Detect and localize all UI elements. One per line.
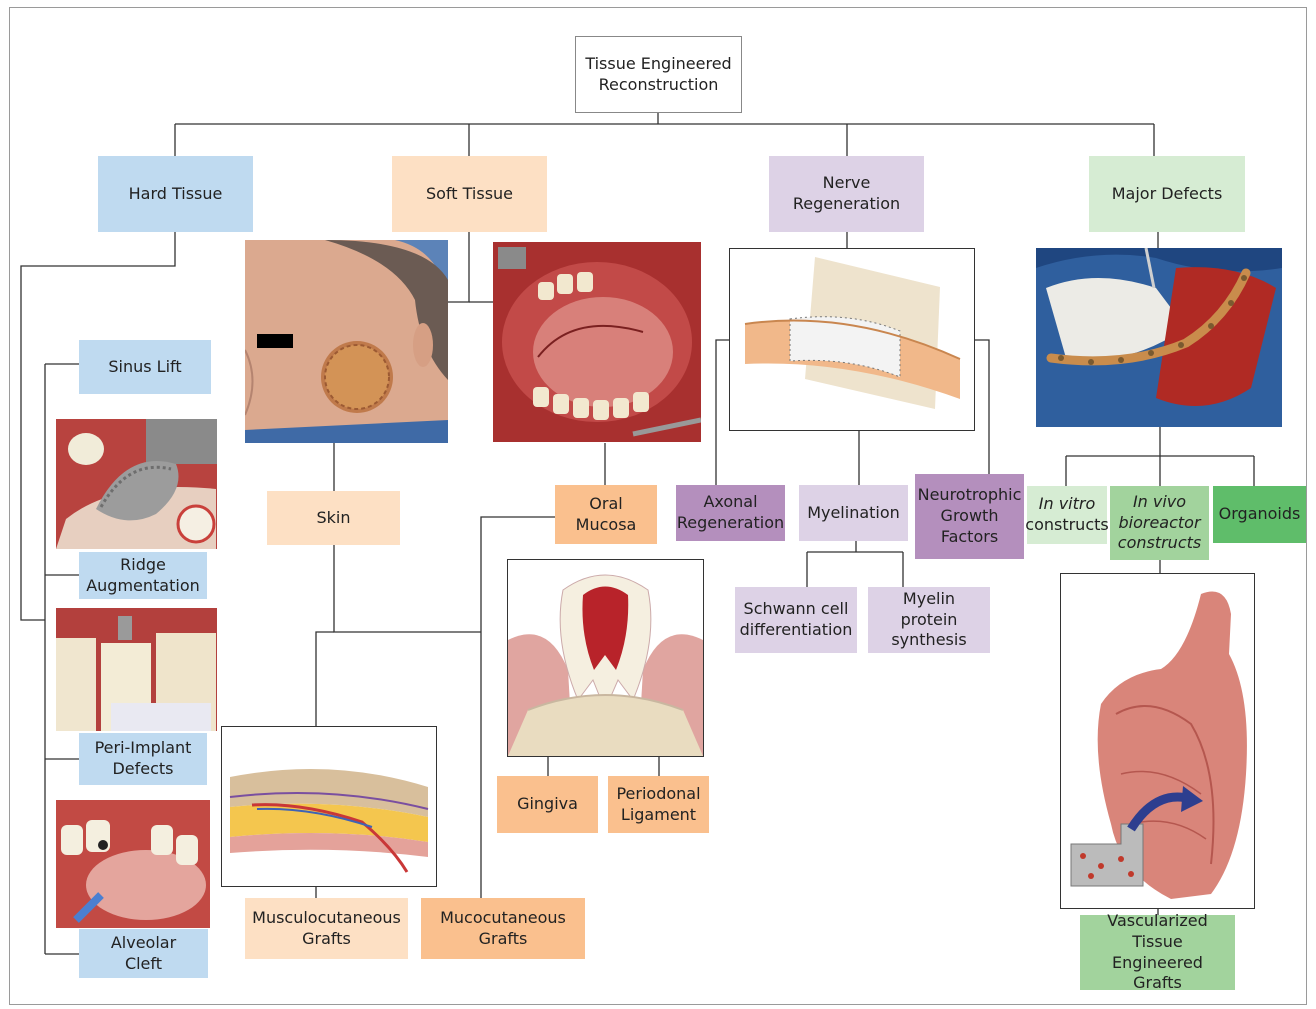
musculocutaneous-layer-illustration xyxy=(221,726,437,887)
major-defects-node: Major Defects xyxy=(1089,156,1245,232)
ridge-label-line1: Ridge xyxy=(86,555,200,576)
periodonal-label-line2: Ligament xyxy=(616,805,700,826)
hard-tissue-node: Hard Tissue xyxy=(98,156,253,232)
ridge-augmentation-photo xyxy=(56,419,217,549)
invivo-label-line2: bioreactor xyxy=(1118,513,1201,534)
organoids-label: Organoids xyxy=(1219,504,1301,525)
skin-label: Skin xyxy=(316,508,350,529)
mandible-reconstruction-photo xyxy=(1036,248,1282,427)
major-defects-label: Major Defects xyxy=(1112,184,1223,205)
nerve-label-line2: Regeneration xyxy=(793,194,900,215)
invivo-label-line3: constructs xyxy=(1118,533,1201,554)
alveolar-cleft-photo xyxy=(56,800,210,928)
vasc-label-line3: Grafts xyxy=(1084,973,1231,994)
peri-label-line1: Peri-Implant xyxy=(95,738,192,759)
organoids-node: Organoids xyxy=(1213,486,1306,543)
gingiva-node: Gingiva xyxy=(497,776,598,833)
peri-label-line2: Defects xyxy=(95,759,192,780)
gingiva-label: Gingiva xyxy=(517,794,578,815)
root-label-line2: Reconstruction xyxy=(585,75,731,96)
peri-implant-photo xyxy=(56,608,217,731)
cleft-label-line1: Alveolar xyxy=(111,933,176,954)
musculo-label-line1: Musculocutaneous xyxy=(252,908,401,929)
neuro-label-line3: Factors xyxy=(918,527,1022,548)
nerve-label-line1: Nerve xyxy=(793,173,900,194)
oral-mucosa-photo xyxy=(493,242,701,442)
sinus-lift-label: Sinus Lift xyxy=(108,357,181,378)
axonal-label-line2: Regeneration xyxy=(677,513,784,534)
myelin-label-line1: Myelin protein xyxy=(872,589,986,631)
periodonal-label-line1: Periodonal xyxy=(616,784,700,805)
schwann-label-line2: differentiation xyxy=(740,620,853,641)
invitro-label-line2: constructs xyxy=(1025,515,1108,536)
mucoc-label-line2: Grafts xyxy=(440,929,566,950)
soft-tissue-label: Soft Tissue xyxy=(426,184,513,205)
back-muscle-flap-illustration xyxy=(1060,573,1255,909)
sinus-lift-node: Sinus Lift xyxy=(79,340,211,394)
musculo-label-line2: Grafts xyxy=(252,929,401,950)
invivo-label-line1: In vivo xyxy=(1118,492,1201,513)
vasc-label-line2: Engineered xyxy=(1084,953,1231,974)
tooth-cross-section-illustration xyxy=(507,559,704,757)
neuro-label-line1: Neurotrophic xyxy=(918,485,1022,506)
vasc-label-line1: Vascularized Tissue xyxy=(1084,911,1231,953)
facial-skin-graft-photo xyxy=(245,240,448,443)
myelin-label-line2: synthesis xyxy=(872,630,986,651)
oral-mucosa-label-line2: Mucosa xyxy=(576,515,637,536)
oral-mucosa-label-line1: Oral xyxy=(576,494,637,515)
soft-tissue-node: Soft Tissue xyxy=(392,156,547,232)
myelination-label: Myelination xyxy=(807,503,900,524)
myelination-node: Myelination xyxy=(799,485,908,541)
nerve-conduit-illustration xyxy=(729,248,975,431)
invitro-label-line1: In vitro xyxy=(1025,494,1108,515)
neuro-label-line2: Growth xyxy=(918,506,1022,527)
axonal-label-line1: Axonal xyxy=(677,492,784,513)
mucoc-label-line1: Mucocutaneous xyxy=(440,908,566,929)
ridge-label-line2: Augmentation xyxy=(86,576,200,597)
root-label-line1: Tissue Engineered xyxy=(585,54,731,75)
schwann-label-line1: Schwann cell xyxy=(740,599,853,620)
cleft-label-line2: Cleft xyxy=(111,954,176,975)
skin-node: Skin xyxy=(267,491,400,545)
hard-tissue-label: Hard Tissue xyxy=(129,184,223,205)
